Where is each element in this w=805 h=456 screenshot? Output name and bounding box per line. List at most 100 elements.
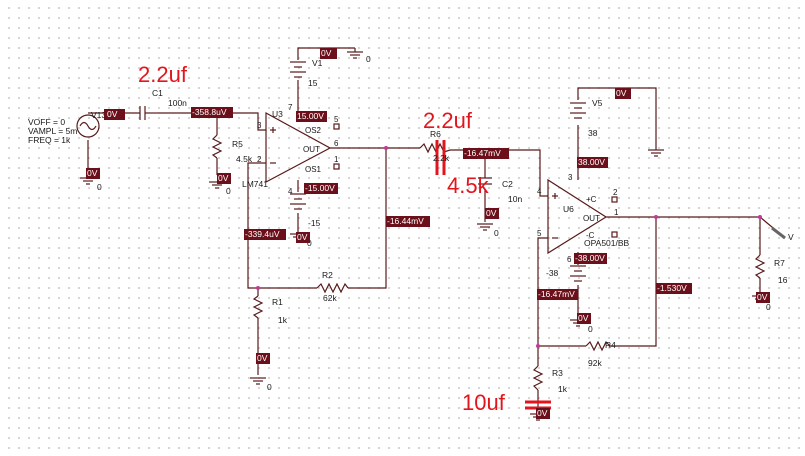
- opamp-u6[interactable]: [547, 178, 618, 255]
- u6-name: U6: [563, 204, 574, 214]
- annotations: 2.2uf 2.2uf 4.5k 10uf: [138, 62, 506, 415]
- battery-v5[interactable]: [570, 102, 586, 119]
- resistor-r3[interactable]: [532, 365, 544, 391]
- battery-v1[interactable]: [290, 61, 306, 78]
- r6-name: R6: [430, 129, 441, 139]
- r7-value: 16: [778, 275, 788, 285]
- capacitor-c2[interactable]: [478, 177, 492, 185]
- voltage-u6-out: -1.530V: [657, 283, 687, 293]
- ground-label: 0: [267, 382, 272, 392]
- pin-number: 5: [537, 229, 542, 238]
- battery-vneg1[interactable]: [290, 193, 306, 210]
- u3-pin-out: OUT: [303, 145, 320, 154]
- source-name: V13: [91, 110, 106, 120]
- v1-value: 15: [308, 78, 318, 88]
- annotation-c1: 2.2uf: [138, 62, 188, 87]
- resistor-r5[interactable]: [211, 134, 223, 159]
- ground-label: 0: [366, 54, 371, 64]
- u6-pin-plus-c: +C: [586, 195, 597, 204]
- voltage-mid-node: -16.47mV: [464, 148, 501, 158]
- resistor-r7[interactable]: [754, 254, 766, 279]
- r2-value: 62k: [323, 293, 337, 303]
- voltage-v1-top: 0V: [321, 48, 332, 58]
- pin-number: 1: [334, 155, 339, 164]
- voltage-r7-gnd: 0V: [757, 292, 768, 302]
- r5-value: 4.5k: [236, 154, 253, 164]
- r1-value: 1k: [278, 315, 288, 325]
- voltage-u6-vminus: -38.00V: [575, 253, 605, 263]
- voltage-u3-vplus: 15.00V: [297, 111, 324, 121]
- resistor-r4[interactable]: [585, 340, 611, 352]
- resistor-r2[interactable]: [316, 282, 349, 294]
- r2-name: R2: [322, 270, 333, 280]
- r1-name: R1: [272, 297, 283, 307]
- c1-value: 100n: [168, 98, 187, 108]
- pin-number: 3: [257, 121, 262, 130]
- u6-model: OPA501/BB: [584, 238, 630, 248]
- battery-vneg5[interactable]: [570, 265, 586, 282]
- c2-name: C2: [502, 179, 513, 189]
- r7-name: R7: [774, 258, 785, 268]
- r5-name: R5: [232, 139, 243, 149]
- opamp-u3[interactable]: [265, 111, 340, 183]
- source-v13[interactable]: [76, 114, 100, 138]
- pin-number: 6: [567, 255, 572, 264]
- voltage-vneg5-gnd: 0V: [578, 313, 589, 323]
- source-param-voff: VOFF = 0: [28, 117, 65, 127]
- voltage-v13: 0V: [107, 109, 118, 119]
- annotation-c2: 4.5k: [447, 173, 490, 198]
- v1-name: V1: [312, 58, 323, 68]
- u3-pin-os1: OS1: [305, 165, 322, 174]
- pin-number: 2: [257, 155, 262, 164]
- source-params: VOFF = 0 VAMPL = 5m FREQ = 1k V13: [28, 110, 106, 145]
- pin-number: 3: [568, 173, 573, 182]
- voltage-probe[interactable]: [771, 226, 786, 240]
- ground-label: 0: [494, 228, 499, 238]
- capacitor-c1[interactable]: [139, 106, 158, 120]
- voltage-u3-out: -16.44mV: [387, 216, 424, 226]
- probe-label: V: [788, 232, 794, 242]
- u3-model: LM741: [242, 179, 268, 189]
- ground-label: 0: [766, 302, 771, 312]
- vneg5-value: -38: [546, 268, 559, 278]
- c2-value: 10n: [508, 194, 522, 204]
- u6-pin-out: OUT: [583, 214, 600, 223]
- voltage-vneg1-gnd: 0V: [297, 232, 308, 242]
- pin-number: 6: [334, 139, 339, 148]
- voltage-u6-inv: -16.47mV: [538, 289, 575, 299]
- annotation-r6: 2.2uf: [423, 108, 473, 133]
- pin-number: 5: [334, 115, 339, 124]
- pin-number: 4: [537, 187, 542, 196]
- c1-name: C1: [152, 88, 163, 98]
- v5-value: 38: [588, 128, 598, 138]
- r4-value: 92k: [588, 358, 602, 368]
- v5-name: V5: [592, 98, 603, 108]
- ground-label: 0: [97, 182, 102, 192]
- voltage-in-node: -358.8uV: [192, 107, 227, 117]
- voltage-u3-vminus: -15.00V: [305, 183, 335, 193]
- voltage-v5-top: 0V: [616, 88, 627, 98]
- r3-name: R3: [552, 368, 563, 378]
- voltage-r3-gnd: 0V: [537, 408, 548, 418]
- pin-number: 2: [613, 188, 618, 197]
- pin-number: 4: [288, 187, 293, 196]
- r3-value: 1k: [558, 384, 568, 394]
- pin-number: 1: [614, 208, 619, 217]
- ground-label: 0: [588, 324, 593, 334]
- pin-number: 7: [288, 103, 293, 112]
- vneg1-value: -15: [308, 218, 321, 228]
- wires: [87, 47, 786, 412]
- voltage-gnd-source: 0V: [87, 168, 98, 178]
- annotation-r3: 10uf: [462, 390, 506, 415]
- u3-pin-os2: OS2: [305, 126, 322, 135]
- voltage-u3-inv: -339.4uV: [245, 229, 280, 239]
- u3-name: U3: [272, 109, 283, 119]
- voltage-r1-gnd: 0V: [257, 353, 268, 363]
- source-param-vampl: VAMPL = 5m: [28, 126, 77, 136]
- resistor-r1[interactable]: [252, 295, 264, 319]
- ground-label: 0: [226, 186, 231, 196]
- voltage-u6-vplus: 38.00V: [578, 157, 605, 167]
- voltage-r5-gnd: 0V: [218, 173, 229, 183]
